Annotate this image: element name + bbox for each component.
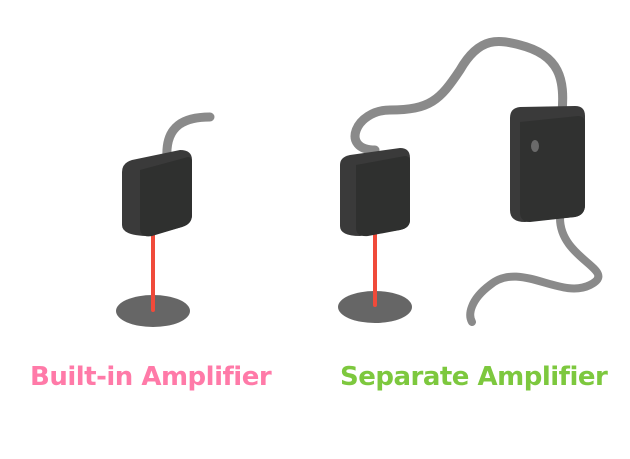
separate-amplifier-label: Separate Amplifier bbox=[340, 362, 608, 392]
built-in-amplifier-label: Built-in Amplifier bbox=[30, 362, 272, 392]
sensor-cable bbox=[162, 112, 215, 163]
built-in-sensor bbox=[116, 112, 215, 327]
sensor-cable bbox=[350, 37, 568, 155]
separate-sensor bbox=[338, 37, 603, 326]
amplifier-cable bbox=[466, 214, 603, 326]
indicator-led bbox=[531, 140, 539, 152]
